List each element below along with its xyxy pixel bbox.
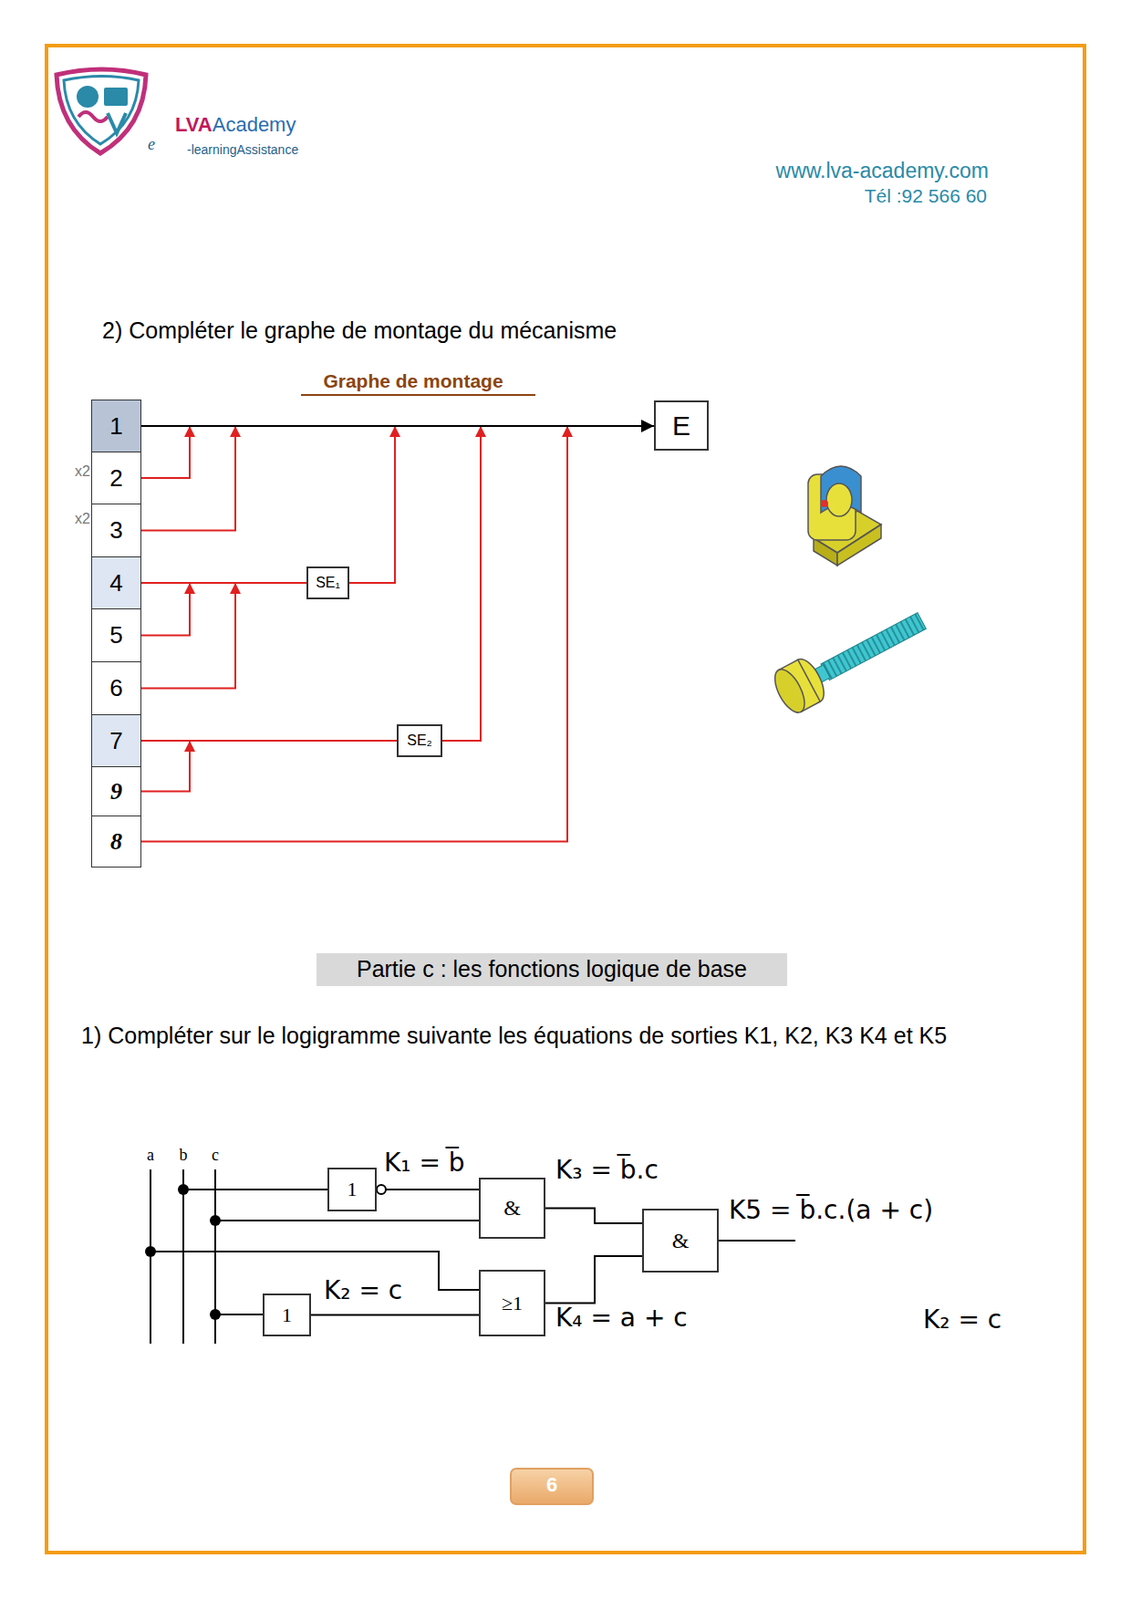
part-box: 7 xyxy=(91,714,142,768)
quantity: x2 xyxy=(74,463,91,480)
box-text: & xyxy=(503,1195,521,1221)
question-text: 1) Compléter sur le logigramme suivante … xyxy=(81,1008,1058,1063)
page-frame xyxy=(46,45,1085,1553)
assembly-link xyxy=(141,425,654,427)
output-equation: K₂ = c xyxy=(923,1304,1002,1335)
website: www.lva-academy.com xyxy=(776,158,989,184)
box-text: 1 xyxy=(109,412,123,441)
box-text: 2 xyxy=(109,464,123,493)
assembly-link xyxy=(141,425,236,531)
section-band xyxy=(316,953,788,986)
box-text: & xyxy=(672,1228,690,1254)
section-heading: Partie c : les fonctions logique de base xyxy=(356,955,748,983)
subassembly-box: SE₂ xyxy=(396,724,443,758)
assembly-link xyxy=(141,582,190,636)
input-name: c xyxy=(211,1145,219,1165)
assembly-link xyxy=(141,582,236,689)
buffer-gate: 1 xyxy=(262,1293,312,1337)
logic-wire xyxy=(545,1208,643,1225)
assembly-link xyxy=(442,425,481,741)
phone: Tél :92 566 60 xyxy=(864,185,987,208)
page-number-box xyxy=(510,1468,593,1505)
question-heading: 2) Compléter le graphe de montage du méc… xyxy=(102,317,617,344)
and-gate: & xyxy=(478,1177,546,1239)
box-text: 8 xyxy=(110,828,123,856)
part-box: 3 xyxy=(91,503,142,558)
part-box: 8 xyxy=(91,815,142,868)
assembly-link xyxy=(141,581,307,584)
output-equation: K₁ = b̅ xyxy=(383,1147,466,1178)
box-text: 6 xyxy=(109,674,123,703)
box-text: 3 xyxy=(109,516,123,545)
page-number: 6 xyxy=(546,1473,558,1497)
brand-letter: e xyxy=(147,134,156,155)
graph-title: Graphe de montage xyxy=(322,370,503,393)
assembly-link xyxy=(141,425,568,842)
or-gate: ≥1 xyxy=(478,1269,546,1337)
input-name: b xyxy=(179,1145,188,1165)
brand-name: LVA xyxy=(175,113,213,137)
part-box: 2 xyxy=(91,451,142,505)
subassembly-box: SE₁ xyxy=(306,566,350,600)
assembly-link xyxy=(349,425,395,583)
quantity: x2 xyxy=(74,510,91,528)
logic-wire xyxy=(545,1255,643,1304)
assembly-box: E xyxy=(653,400,709,451)
box-text: ≥1 xyxy=(501,1291,523,1316)
output-equation: K5 = b̅.c.(a + c) xyxy=(728,1194,934,1225)
assembly-link xyxy=(141,740,190,792)
box-text: E xyxy=(672,410,691,442)
assembly-link xyxy=(141,739,397,742)
box-text: SE₂ xyxy=(406,732,433,749)
box-text: 5 xyxy=(109,621,123,650)
junction-dots xyxy=(145,1183,221,1320)
box-text: 9 xyxy=(110,778,123,806)
part-box: 6 xyxy=(91,661,142,716)
part-box: 9 xyxy=(91,766,142,817)
box-text: 1 xyxy=(281,1303,292,1328)
part-box: 1 xyxy=(91,399,142,453)
part-box: 4 xyxy=(91,556,142,610)
output-equation: K₄ = a + c xyxy=(555,1302,688,1333)
screw-part xyxy=(768,599,934,717)
box-text: 7 xyxy=(109,726,123,756)
box-text: 4 xyxy=(109,569,123,598)
part-box: 5 xyxy=(91,608,142,663)
logic-wires xyxy=(150,1169,796,1344)
logic-wire xyxy=(311,1314,479,1317)
not-gate: 1 xyxy=(327,1167,377,1212)
brand-name: Academy xyxy=(212,113,297,137)
bracket-part xyxy=(808,466,882,566)
logic-wire xyxy=(385,1188,479,1191)
box-text: SE₁ xyxy=(315,574,341,592)
output-equation: K₂ = c xyxy=(323,1275,403,1306)
and-gate: & xyxy=(642,1208,719,1273)
logo xyxy=(56,69,146,154)
input-name: a xyxy=(146,1145,155,1165)
assembly-link xyxy=(141,425,190,478)
title-underline xyxy=(300,394,536,396)
brand-tagline: -learningAssistance xyxy=(186,142,299,157)
output-equation: K₃ = b̅.c xyxy=(555,1154,659,1185)
box-text: 1 xyxy=(347,1177,358,1202)
